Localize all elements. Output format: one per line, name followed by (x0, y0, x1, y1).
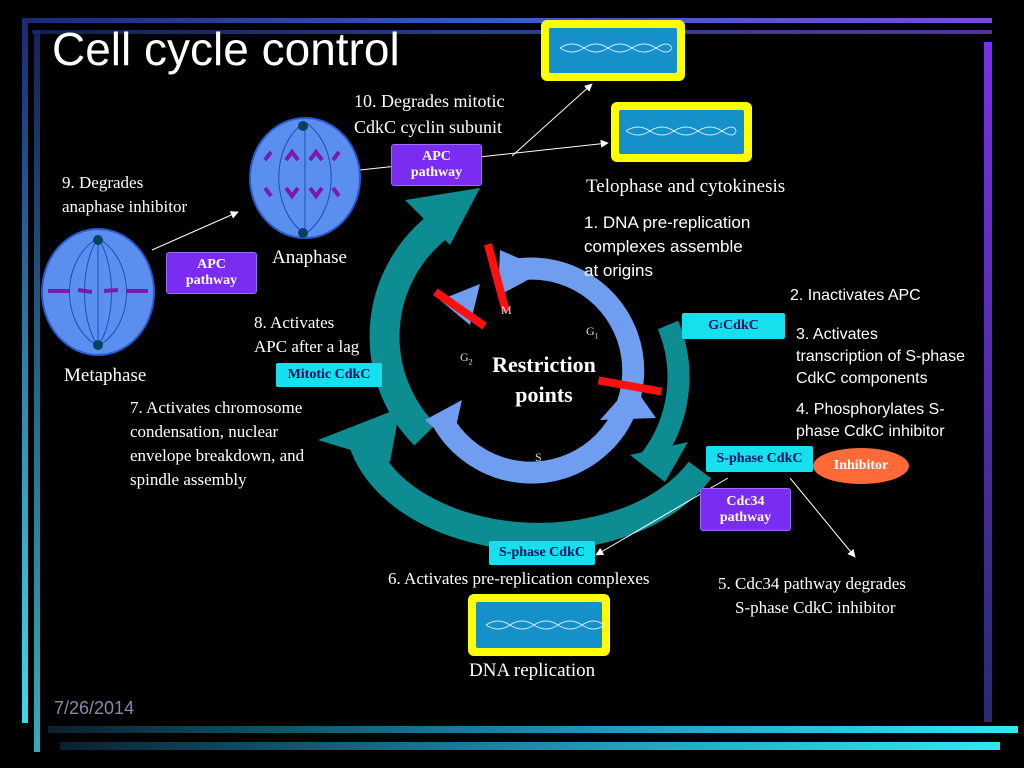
step-2: 2. Inactivates APC (790, 287, 921, 304)
arrow-apc-to-anaphase (151, 211, 239, 251)
restriction-bar-left (433, 288, 487, 330)
step-8: 8. Activates APC after a lag (254, 313, 360, 356)
label-metaphase: Metaphase (64, 365, 147, 386)
slide-date: 7/26/2014 (54, 698, 135, 718)
step-1: 1. DNA pre-replication complexes assembl… (584, 213, 751, 280)
step-6: 6. Activates pre-replication complexes (388, 569, 650, 588)
inhibitor-oval: Inhibitor (813, 448, 909, 484)
phase-s: S (535, 450, 542, 464)
apc-pathway-box-top: APC pathway (391, 144, 482, 186)
label-telophase: Telophase and cytokinesis (586, 176, 786, 197)
phase-m: M (501, 303, 512, 317)
step-4: 4. Phosphorylates S- phase CdkC inhibito… (796, 401, 945, 440)
cdc34-pathway-box: Cdc34 pathway (700, 488, 791, 531)
phase-g1: G1 (586, 324, 599, 341)
outer-cycle-arrowhead-top (405, 188, 480, 245)
step-5: 5. Cdc34 pathway degrades S-phase CdkC i… (718, 574, 906, 617)
inner-arrowhead-top (498, 250, 546, 296)
step-7: 7. Activates chromosome condensation, nu… (130, 398, 305, 489)
apc-pathway-box-left: APC pathway (166, 252, 257, 294)
s-phase-cdkc-box-bottom: S-phase CdkC (489, 541, 595, 565)
inner-arrowhead-left (425, 400, 462, 444)
phase-g2: G2 (460, 350, 473, 367)
s-phase-cdkc-box-right: S-phase CdkC (706, 446, 813, 472)
outer-cycle-arrowhead-left (318, 408, 400, 462)
restriction-bar-right (597, 376, 663, 396)
slide-title: Cell cycle control (52, 23, 400, 75)
arrow-apc-to-telophase-1 (511, 83, 593, 157)
metaphase-cell-image (41, 228, 155, 356)
outer-cycle-arrow-left (369, 213, 450, 446)
outer-cycle-arrowhead-right (630, 442, 688, 482)
label-anaphase: Anaphase (272, 247, 347, 268)
step-10: 10. Degrades mitotic CdkC cyclin subunit (354, 91, 505, 137)
dna-thumbnail-bottom (468, 594, 610, 656)
step-9: 9. Degrades anaphase inhibitor (62, 173, 188, 216)
step-3: 3. Activates transcription of S-phase Cd… (796, 326, 965, 387)
outer-cycle-arrow-bottom (348, 435, 712, 551)
outer-cycle-arrow-right (641, 320, 690, 467)
mitotic-cdkc-box: Mitotic CdkC (276, 363, 382, 387)
arrow-inhibitor-to-cdc34 (789, 477, 856, 558)
label-dna-replication: DNA replication (469, 660, 596, 681)
inner-arrowhead-right (600, 384, 656, 420)
restriction-bar-top (484, 243, 510, 313)
anaphase-cell-image (249, 117, 361, 239)
restriction-points-label: Restriction points (492, 352, 596, 407)
